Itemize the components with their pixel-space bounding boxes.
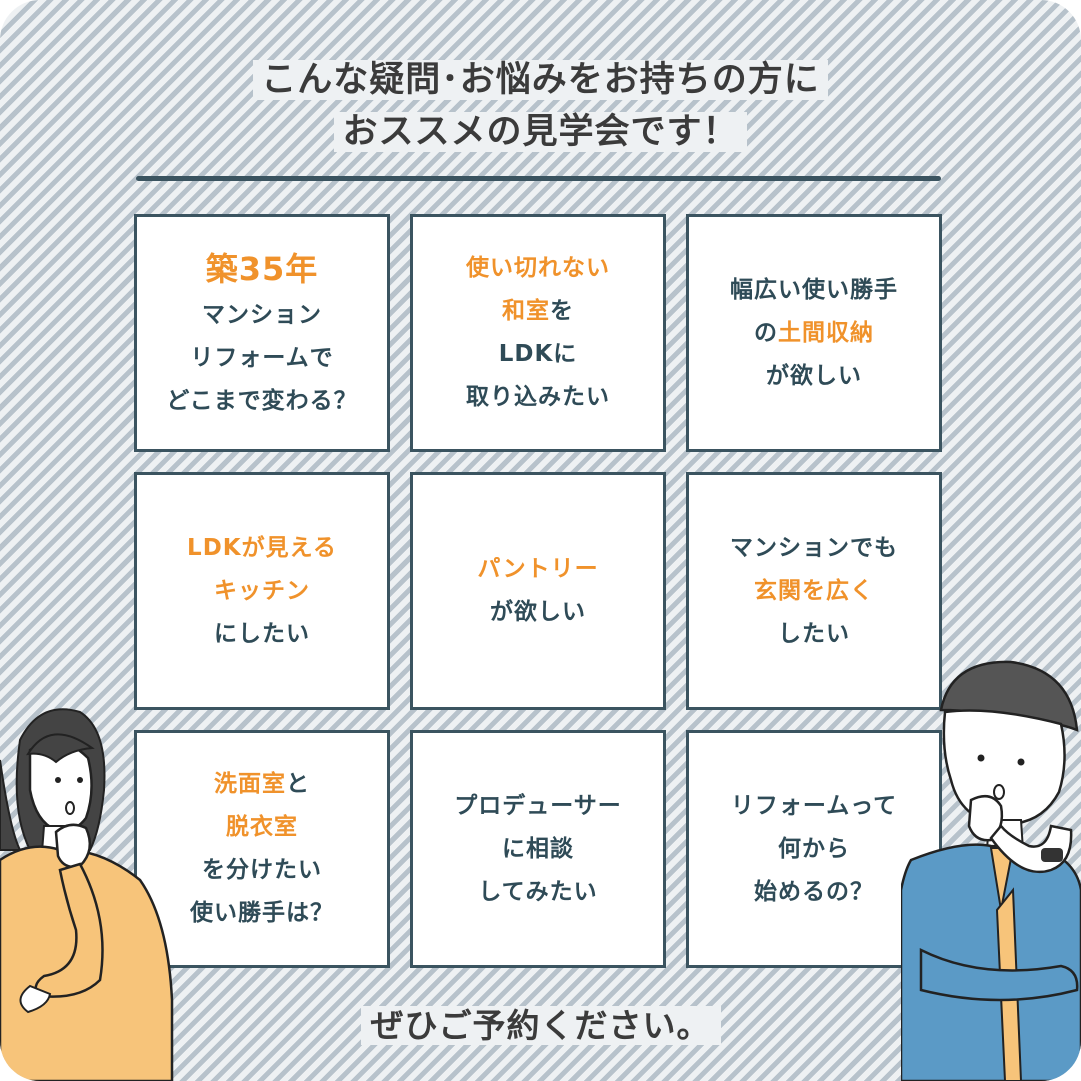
card-line: 脱衣室 <box>226 814 298 840</box>
concern-card-kitchen: LDKが見える キッチン にしたい <box>134 472 390 710</box>
card-text: を <box>550 298 574 324</box>
concern-card-washitsu: 使い切れない 和室を LDKに 取り込みたい <box>410 214 666 452</box>
card-highlight: 土間収納 <box>778 319 874 346</box>
thinking-man-illustration <box>901 660 1081 1081</box>
headline-line-1: こんな疑問･お悩みをお持ちの方に <box>253 60 828 100</box>
concern-card-where-to-start: リフォームって 何から 始めるの？ <box>686 730 942 968</box>
card-line: LDKが見える <box>187 534 337 561</box>
card-line: してみたい <box>478 878 598 905</box>
footer-message: ぜひご予約ください。 <box>0 1000 1081 1052</box>
card-text: の <box>754 319 778 346</box>
card-line: マンションでも <box>730 534 898 561</box>
card-line: に相談 <box>502 835 574 862</box>
headline-line-2: おススメの見学会です！ <box>334 112 747 152</box>
concern-card-entrance: マンションでも 玄関を広く したい <box>686 472 942 710</box>
card-line: 幅広い使い勝手 <box>730 276 898 303</box>
concern-grid: 築35年 マンション リフォームで どこまで変わる？ 使い切れない 和室を LD… <box>134 214 942 968</box>
card-line: が欲しい <box>490 599 586 625</box>
card-line: キッチン <box>214 577 310 604</box>
card-line: 玄関を広く <box>754 577 874 604</box>
concern-card-doma-storage: 幅広い使い勝手 の土間収納 が欲しい <box>686 214 942 452</box>
card-line: 始めるの？ <box>754 878 874 905</box>
card-line: の土間収納 <box>754 312 874 355</box>
card-line: が欲しい <box>766 362 862 389</box>
concern-card-producer: プロデューサー に相談 してみたい <box>410 730 666 968</box>
card-line: を分けたい <box>202 857 322 883</box>
card-line: 使い勝手は？ <box>190 900 334 926</box>
card-line: リフォームで <box>190 344 334 371</box>
card-line: にしたい <box>214 620 310 647</box>
headline: こんな疑問･お悩みをお持ちの方に おススメの見学会です！ <box>0 54 1081 158</box>
card-line: パントリー <box>477 556 599 582</box>
concern-card-pantry: パントリー が欲しい <box>410 472 666 710</box>
card-line: 築35年 <box>205 249 319 288</box>
footer-text: ぜひご予約ください。 <box>360 1006 721 1045</box>
card-line: 洗面室と <box>214 763 310 806</box>
thinking-woman-illustration <box>0 708 174 1081</box>
card-text: と <box>286 771 310 797</box>
card-line: 何から <box>778 835 850 862</box>
card-line: リフォームって <box>730 792 898 819</box>
card-highlight: 和室 <box>502 298 550 324</box>
card-line: プロデューサー <box>454 792 622 819</box>
card-line: マンション <box>202 301 322 328</box>
watch-icon <box>1041 848 1063 862</box>
concern-card-renovation-age: 築35年 マンション リフォームで どこまで変わる？ <box>134 214 390 452</box>
card-line: 取り込みたい <box>466 384 610 410</box>
concern-card-washroom: 洗面室と 脱衣室 を分けたい 使い勝手は？ <box>134 730 390 968</box>
card-line: どこまで変わる？ <box>166 387 358 414</box>
card-line: 和室を <box>502 290 574 333</box>
card-line: 使い切れない <box>466 255 610 281</box>
divider-line <box>136 176 941 181</box>
card-highlight: 洗面室 <box>214 771 286 797</box>
card-line: したい <box>778 620 850 647</box>
card-line: LDKに <box>498 341 578 367</box>
